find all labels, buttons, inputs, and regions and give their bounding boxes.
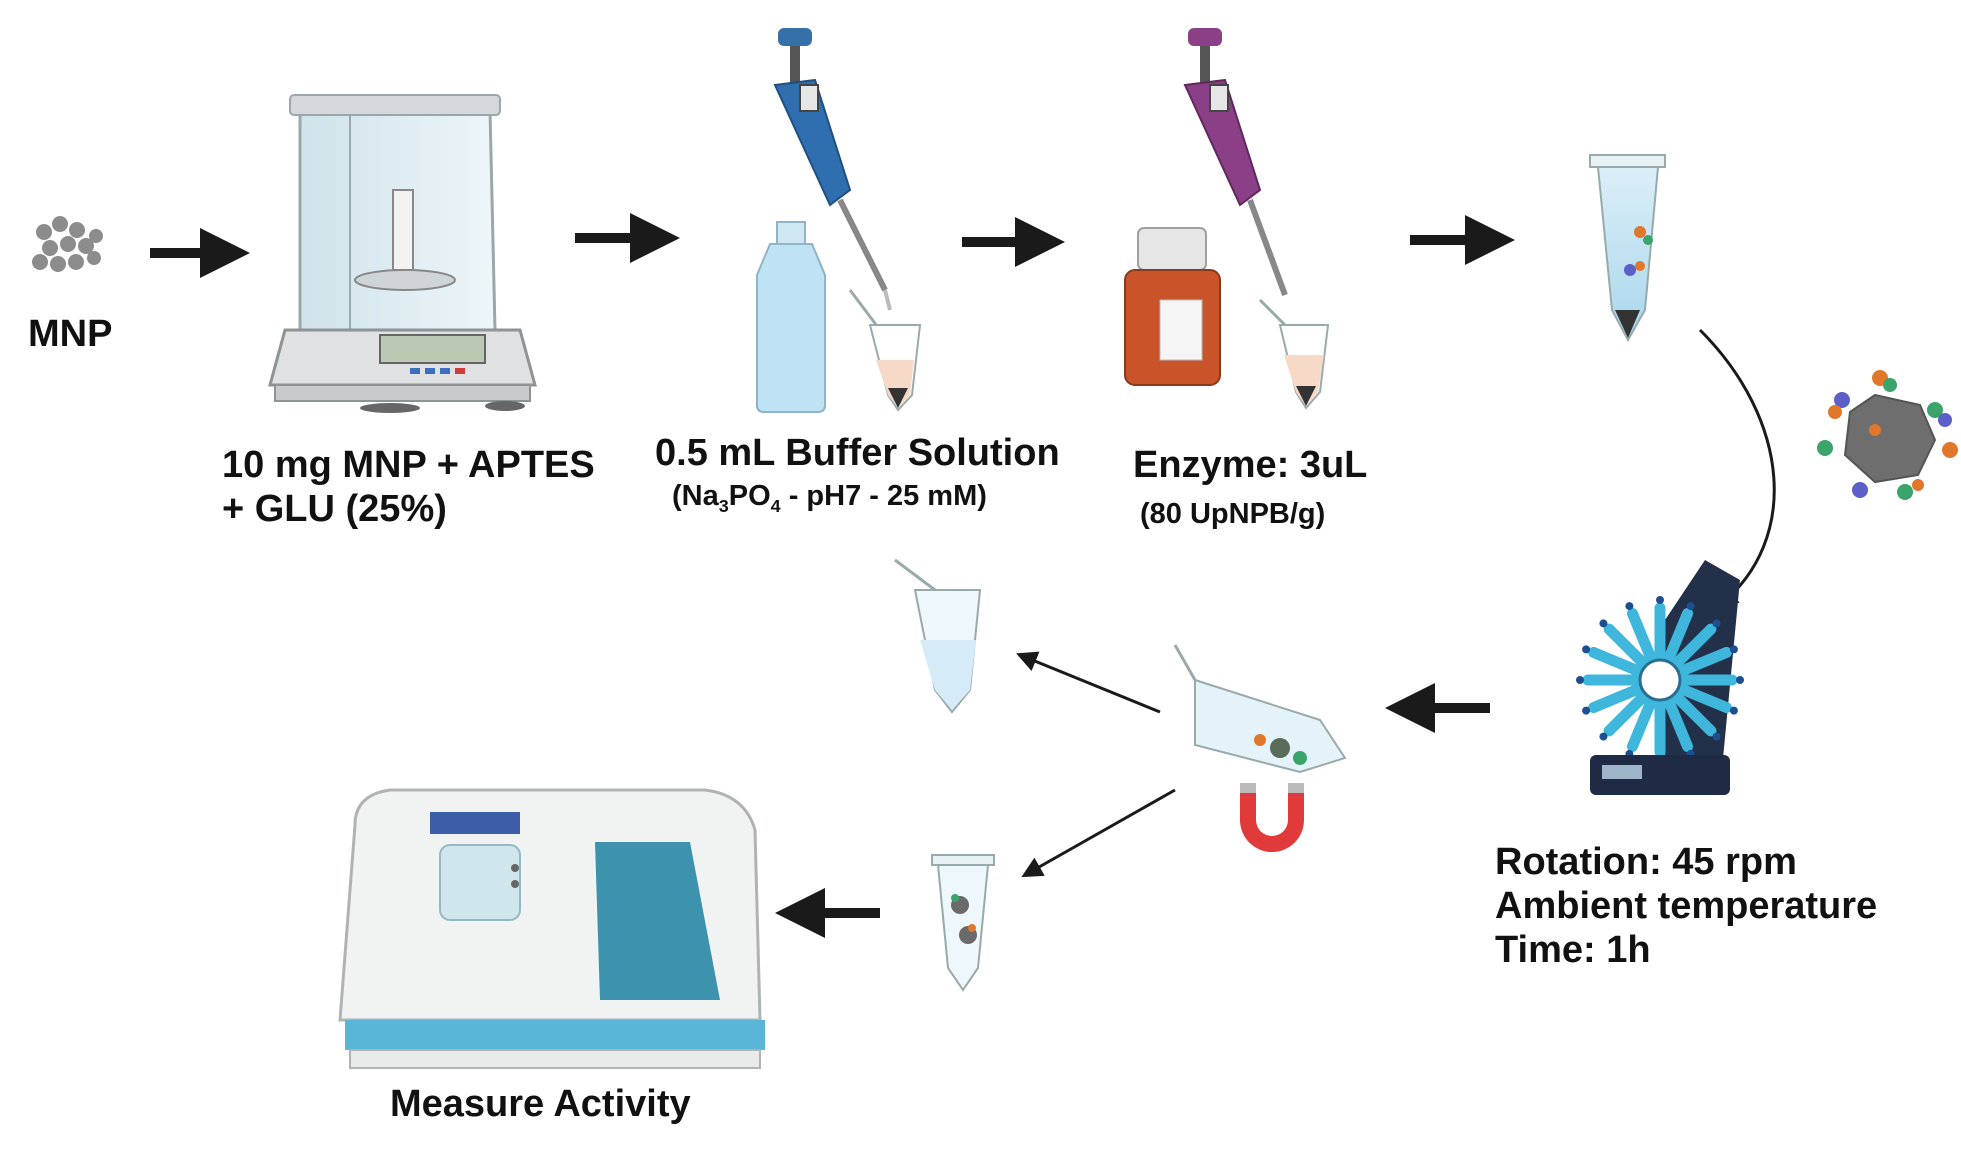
tube-rotator-icon — [1576, 560, 1744, 795]
arrow-tube-to-rotator-curve — [1698, 328, 1776, 608]
rotator-tube — [1587, 646, 1646, 678]
enzyme-nanoparticle-tube-icon — [931, 854, 995, 992]
magnetic-separation-icon — [1173, 644, 1347, 774]
enzyme-tube-icon — [1258, 298, 1330, 410]
rotator-tube-cap — [1729, 645, 1738, 654]
buffer-tube-icon — [848, 289, 922, 412]
spectrophotometer-icon — [338, 788, 765, 1069]
rotator-tube — [1670, 623, 1717, 670]
rotator-tube — [1626, 607, 1658, 666]
supernatant-tube-icon — [894, 558, 982, 714]
rotator-tube-cap — [1736, 676, 1744, 684]
magnet-icon — [1240, 783, 1304, 852]
enzyme-title: Enzyme: 3uL — [1133, 444, 1368, 486]
rotator-tube — [1603, 623, 1650, 670]
buffer-subtitle-prefix: (Na — [672, 480, 719, 512]
rotator-tube — [1603, 690, 1650, 737]
weighing-label-line1: 10 mg MNP + APTES — [222, 444, 595, 486]
rotator-tube — [1670, 690, 1717, 737]
buffer-subscript-3: 3 — [718, 495, 729, 516]
rotator-tube — [1626, 694, 1658, 753]
rotator-tube — [1662, 694, 1694, 753]
blue-pipette-icon — [773, 28, 892, 311]
rotator-tube-cap — [1599, 732, 1608, 741]
enzyme-subtitle: (80 UpNPB/g) — [1140, 498, 1326, 530]
rotation-label-line1: Rotation: 45 rpm — [1495, 841, 1797, 883]
purple-pipette-icon — [1183, 28, 1288, 297]
enzyme-bottle-icon — [1124, 227, 1221, 386]
rotator-tube-cap — [1686, 602, 1695, 611]
buffer-subtitle: (Na3PO4 - pH7 - 25 mM) — [672, 479, 987, 517]
buffer-subtitle-suffix: - pH7 - 25 mM) — [780, 480, 987, 512]
arrow-magnet-to-pellet — [1021, 788, 1176, 878]
rotator-tube — [1662, 607, 1694, 666]
measure-activity-label: Measure Activity — [390, 1083, 691, 1125]
buffer-bottle-icon — [756, 221, 826, 413]
rotator-tube-cap — [1582, 645, 1591, 654]
rotator-tube-cap — [1576, 676, 1584, 684]
rotator-tube-cap — [1599, 619, 1608, 628]
rotator-tube — [1674, 682, 1733, 714]
rotator-tube — [1587, 682, 1646, 714]
rotator-tube — [1674, 646, 1733, 678]
step-arrows — [150, 213, 1515, 938]
rotator-tube-cap — [1712, 619, 1721, 628]
buffer-subscript-4: 4 — [770, 495, 781, 516]
buffer-title: 0.5 mL Buffer Solution — [655, 432, 1060, 474]
rotator-tube-cap — [1712, 732, 1721, 741]
rotator-wheel — [1576, 596, 1744, 764]
buffer-subtitle-po: PO — [728, 480, 771, 512]
mnp-particles-icon — [32, 216, 103, 272]
rotation-label-line3: Time: 1h — [1495, 929, 1651, 971]
rotator-tube-cap — [1582, 706, 1591, 715]
rotator-tube-cap — [1625, 602, 1634, 611]
mixture-tube-icon — [1589, 154, 1666, 343]
immobilized-nanoparticle-icon — [1817, 370, 1958, 500]
mnp-label: MNP — [28, 313, 113, 355]
rotation-label-line2: Ambient temperature — [1495, 885, 1878, 927]
analytical-balance-icon — [268, 94, 537, 413]
rotator-tube-cap — [1656, 596, 1664, 604]
weighing-label-line2: + GLU (25%) — [222, 488, 447, 530]
rotator-tube-cap — [1729, 706, 1738, 715]
arrow-magnet-to-supernatant — [1016, 651, 1161, 714]
